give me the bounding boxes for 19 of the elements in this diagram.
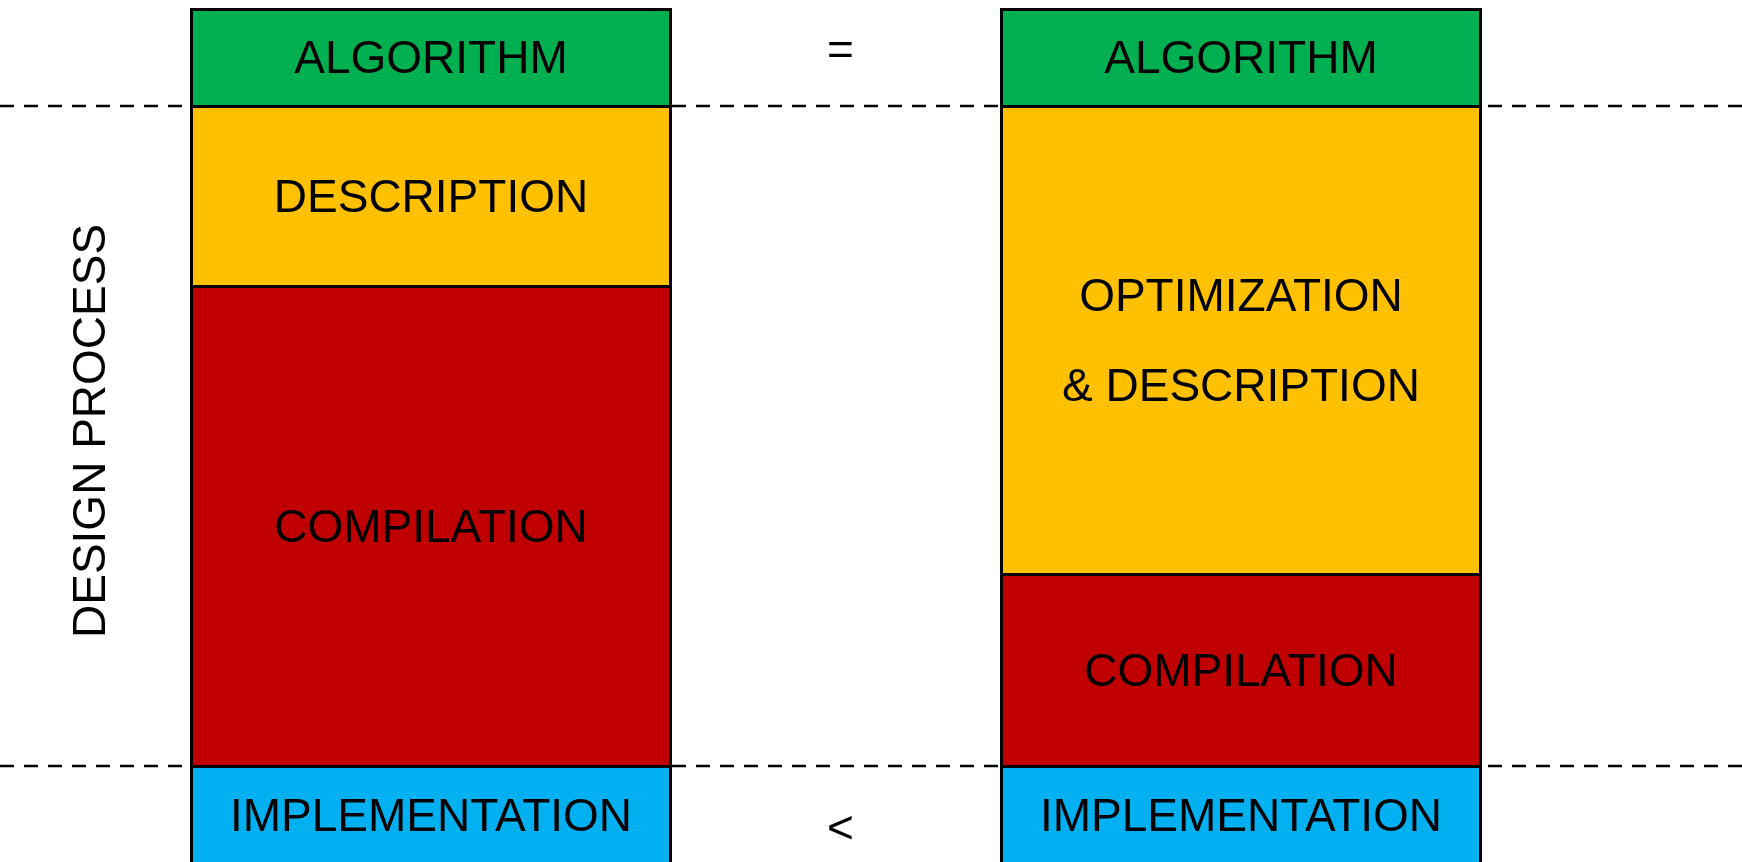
equals-sign: = xyxy=(827,22,854,76)
stage-box xyxy=(190,8,672,108)
stage-label: IMPLEMENTATION xyxy=(1039,788,1443,843)
stage-label: COMPILATION xyxy=(274,498,588,554)
stage-label: OPTIMIZATION & DESCRIPTION xyxy=(1061,267,1421,413)
stage-box xyxy=(1000,8,1482,108)
less-than-sign: < xyxy=(827,800,854,854)
stage-box xyxy=(1000,765,1482,862)
stage-box xyxy=(190,765,672,862)
stage-label: ALGORITHM xyxy=(294,30,568,86)
stage-box xyxy=(190,285,672,768)
axis-label: DESIGN PROCESS xyxy=(62,223,116,638)
stage-label: ALGORITHM xyxy=(1104,30,1378,86)
stage-box xyxy=(1000,573,1482,768)
stage-label: DESCRIPTION xyxy=(273,168,589,224)
stage-label: IMPLEMENTATION xyxy=(229,788,633,843)
stage-box xyxy=(190,105,672,288)
stage-label: COMPILATION xyxy=(1084,642,1398,698)
stage-box xyxy=(1000,105,1482,576)
